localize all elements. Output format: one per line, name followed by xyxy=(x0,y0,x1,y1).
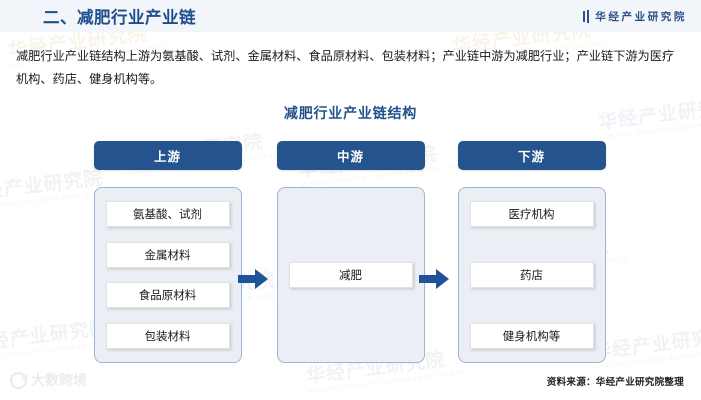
corner-logo-text: 大数跨境 xyxy=(31,372,87,388)
arrow-midstream-to-downstream-icon xyxy=(418,269,449,290)
intro-paragraph: 减肥行业产业链结构上游为氨基酸、试剂、金属材料、食品原材料、包装材料；产业链中游… xyxy=(16,49,675,86)
node-item[interactable]: 包装材料 xyxy=(105,323,230,350)
column-body-downstream: 医疗机构 药店 健身机构等 xyxy=(457,187,606,364)
source-note: 资料来源：华经产业研究院整理 xyxy=(546,377,684,388)
circle-logo-icon xyxy=(10,371,28,389)
node-item[interactable]: 氨基酸、试剂 xyxy=(105,201,230,228)
column-upstream: 上游 氨基酸、试剂 金属材料 食品原材料 包装材料 xyxy=(93,141,242,364)
column-body-upstream: 氨基酸、试剂 金属材料 食品原材料 包装材料 xyxy=(93,187,242,364)
page-title: 二、减肥行业产业链 xyxy=(43,9,196,27)
page-header: 二、减肥行业产业链 华经产业研究院 xyxy=(0,0,701,32)
arrow-upstream-to-midstream-icon xyxy=(237,269,268,290)
brand-bars-icon xyxy=(582,9,590,23)
column-body-midstream: 减肥 xyxy=(276,187,425,364)
industry-chain-diagram: 上游 氨基酸、试剂 金属材料 食品原材料 包装材料 中游 减肥 下游 医疗机构 … xyxy=(86,141,616,364)
column-header-downstream: 下游 xyxy=(457,141,606,171)
column-midstream: 中游 减肥 xyxy=(276,141,425,364)
node-item[interactable]: 减肥 xyxy=(288,262,413,289)
node-item[interactable]: 医疗机构 xyxy=(469,201,594,228)
column-downstream: 下游 医疗机构 药店 健身机构等 xyxy=(457,141,606,364)
node-item[interactable]: 药店 xyxy=(469,262,594,289)
header-accent-bar xyxy=(0,0,3,32)
node-item[interactable]: 金属材料 xyxy=(105,241,230,268)
brand-logo: 华经产业研究院 xyxy=(582,9,687,24)
column-header-midstream: 中游 xyxy=(276,141,425,171)
corner-watermark-logo: 大数跨境 xyxy=(10,370,87,390)
node-item[interactable]: 健身机构等 xyxy=(469,323,594,350)
node-item[interactable]: 食品原材料 xyxy=(105,282,230,309)
chart-title: 减肥行业产业链结构 xyxy=(283,105,418,122)
column-header-upstream: 上游 xyxy=(93,141,242,171)
brand-name: 华经产业研究院 xyxy=(595,11,687,23)
